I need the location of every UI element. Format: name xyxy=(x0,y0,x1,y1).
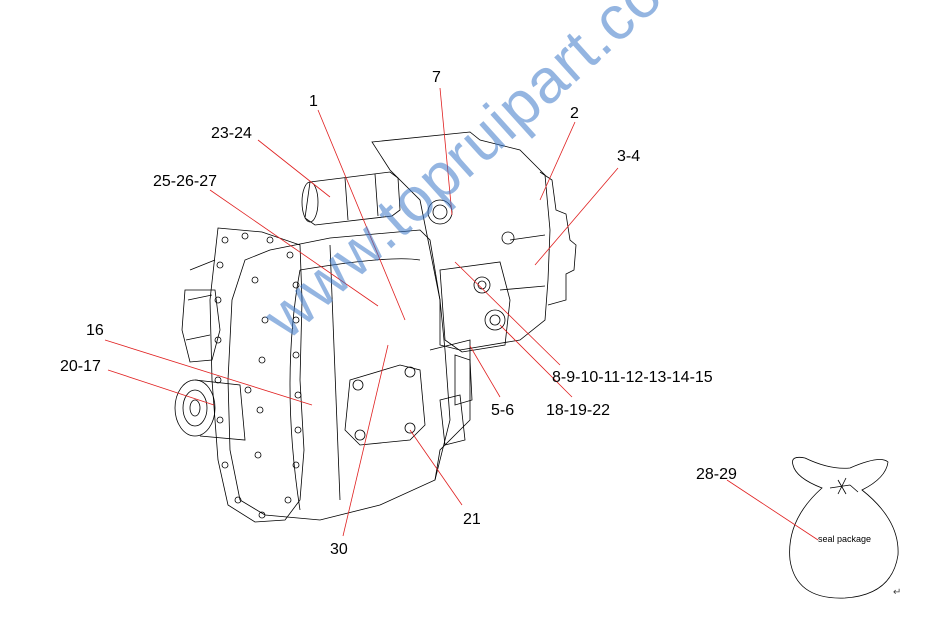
callout-20-17: 20-17 xyxy=(60,358,101,375)
leader-2 xyxy=(539,121,576,201)
return-mark: ↵ xyxy=(893,587,902,598)
callout-8-15: 8-9-10-11-12-13-14-15 xyxy=(552,369,713,386)
leader-20-17 xyxy=(107,369,215,406)
leader-30 xyxy=(342,344,389,537)
callout-16: 16 xyxy=(86,322,104,339)
callout-1: 1 xyxy=(309,93,318,110)
leader-1 xyxy=(317,109,406,321)
left-plate xyxy=(181,289,221,363)
callout-30: 30 xyxy=(330,541,348,558)
input-flange xyxy=(174,379,246,441)
callout-25-26-27: 25-26-27 xyxy=(153,173,218,190)
leader-25-26-27 xyxy=(209,189,379,307)
leader-3-4 xyxy=(534,167,619,266)
seal-package-label: seal package xyxy=(818,534,872,544)
top-motor xyxy=(304,171,401,226)
callout-21: 21 xyxy=(463,511,481,528)
leader-7 xyxy=(439,87,453,216)
leader-lines xyxy=(104,87,819,541)
callout-5-6: 5-6 xyxy=(491,402,515,419)
leader-5-6 xyxy=(469,345,501,398)
rear-housing xyxy=(371,131,551,351)
bag-tie-icon xyxy=(829,477,859,495)
callout-7: 7 xyxy=(432,69,441,86)
seal-package-bag xyxy=(789,456,899,599)
callout-28-29: 28-29 xyxy=(696,466,737,483)
callout-18-19-22: 18-19-22 xyxy=(546,402,611,419)
leader-18-19-22 xyxy=(499,324,573,398)
rear-flange xyxy=(539,171,577,306)
cover-plate-21 xyxy=(344,364,426,446)
leader-23-24 xyxy=(257,139,331,198)
leader-28-29 xyxy=(726,479,819,541)
front-cover xyxy=(209,227,305,523)
callout-2: 2 xyxy=(570,105,579,122)
callout-3-4: 3-4 xyxy=(617,148,641,165)
leader-8-15 xyxy=(454,261,561,366)
transmission-drawing xyxy=(174,131,577,523)
callout-23-24: 23-24 xyxy=(211,125,252,142)
front-cover-bolts xyxy=(214,232,302,519)
valve-block xyxy=(439,261,511,446)
main-housing xyxy=(227,229,451,521)
leader-21 xyxy=(409,429,463,506)
leader-16 xyxy=(104,339,313,406)
